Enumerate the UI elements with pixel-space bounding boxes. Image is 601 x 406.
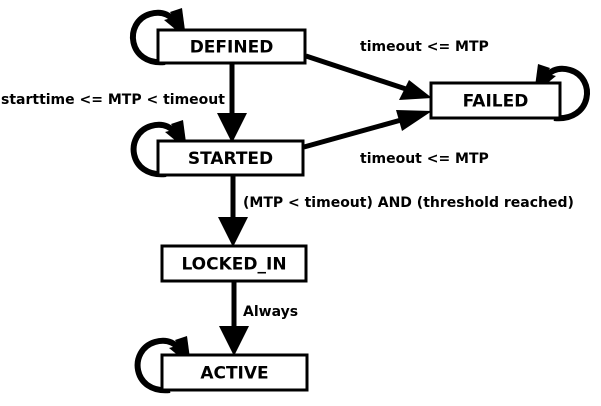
edge-started-to-failed <box>303 110 432 150</box>
edge-label-timeout-bottom: timeout <= MTP <box>360 151 489 167</box>
state-node-defined[interactable]: DEFINED <box>156 28 307 65</box>
state-box-defined[interactable] <box>156 28 307 65</box>
state-node-locked-in[interactable]: LOCKED_IN <box>160 244 308 283</box>
state-label-defined: DEFINED <box>190 38 274 58</box>
state-node-started[interactable]: STARTED <box>156 139 305 177</box>
state-node-active[interactable]: ACTIVE <box>160 353 309 392</box>
state-box-started[interactable] <box>156 139 305 177</box>
edge-locked-in-to-active <box>219 282 249 356</box>
state-node-failed[interactable]: FAILED <box>429 81 562 120</box>
edge-label-always: Always <box>243 304 298 320</box>
edge-started-to-locked-in <box>218 175 248 247</box>
state-label-failed: FAILED <box>463 92 529 112</box>
edge-label-timeout-top: timeout <= MTP <box>360 39 489 55</box>
state-box-failed[interactable] <box>429 81 562 120</box>
state-box-locked-in[interactable] <box>160 244 308 283</box>
edge-defined-to-started <box>217 63 247 143</box>
state-label-started: STARTED <box>188 149 273 169</box>
edge-label-threshold-condition: (MTP < timeout) AND (threshold reached) <box>243 195 574 211</box>
state-label-active: ACTIVE <box>200 364 268 384</box>
edge-defined-to-failed <box>305 53 432 100</box>
state-box-active[interactable] <box>160 353 309 392</box>
edge-label-starttime-condition: starttime <= MTP < timeout <box>1 92 225 108</box>
state-label-locked-in: LOCKED_IN <box>181 255 286 275</box>
